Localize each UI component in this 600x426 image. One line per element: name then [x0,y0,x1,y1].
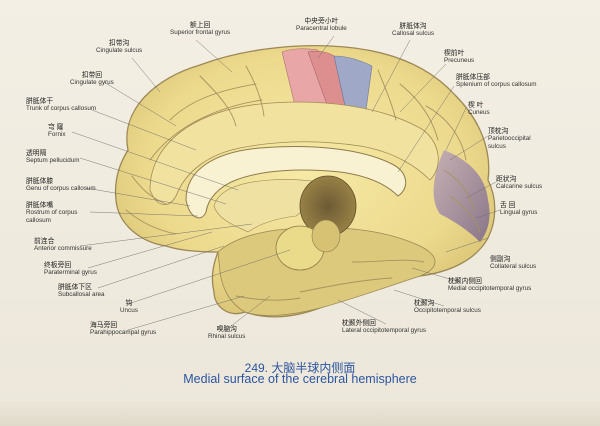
occipital-shading [433,150,490,242]
figure-title-en: Medial surface of the cerebral hemispher… [183,372,417,386]
corpus-callosum [185,146,407,219]
cingulate-band [149,101,439,205]
page-bottom-edge [0,402,600,426]
uncus-inner [311,219,341,253]
gyral-folds [125,65,481,301]
figure-title-zh: 大脑半球内侧面 [271,361,356,375]
figure-number: 249. [244,361,268,375]
figure-caption-chinese: 249. 大脑半球内侧面 [0,359,600,376]
leader-lines [71,35,501,331]
